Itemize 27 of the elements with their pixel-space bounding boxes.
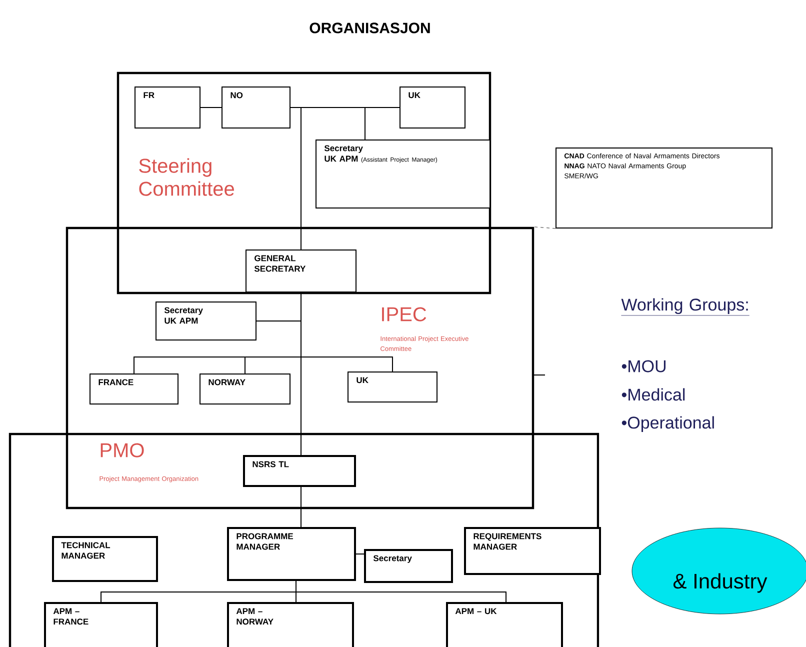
bullet-item: •Medical: [622, 388, 685, 401]
role-box: NORWAY: [200, 374, 290, 404]
title: ORGANISASJON: [310, 22, 430, 34]
role-box: TECHNICAL MANAGER: [52, 536, 158, 582]
working-groups-heading: Working Groups:: [621, 298, 750, 316]
bullet-item: •MOU: [622, 360, 666, 372]
connector-line: [290, 107, 366, 140]
role-box: REQUIREMENTS MANAGER: [464, 527, 601, 575]
role-box: APM – NORWAY: [227, 602, 354, 647]
role-box: FR: [134, 86, 200, 128]
role-box: Secretary: [364, 549, 453, 583]
role-box: Secretary UK APM: [156, 302, 256, 340]
role-box: FRANCE: [90, 374, 178, 404]
connector-line: [200, 107, 222, 108]
role-box: UK: [348, 372, 438, 402]
connector-line: [300, 292, 393, 372]
role-box: NO: [222, 86, 290, 128]
role-box: GENERAL SECRETARY: [246, 250, 356, 292]
role-box: APM – FRANCE: [44, 602, 158, 647]
role-box: APM – UK: [446, 602, 563, 647]
role-box: PROGRAMME MANAGER: [227, 527, 356, 581]
role-box: NSRS TL: [243, 455, 356, 487]
leader-line: [534, 226, 556, 229]
bullet-item: •Operational: [622, 416, 714, 432]
connector-line: [300, 486, 302, 528]
role-box: UK: [400, 86, 466, 128]
connector-line: [296, 580, 506, 602]
